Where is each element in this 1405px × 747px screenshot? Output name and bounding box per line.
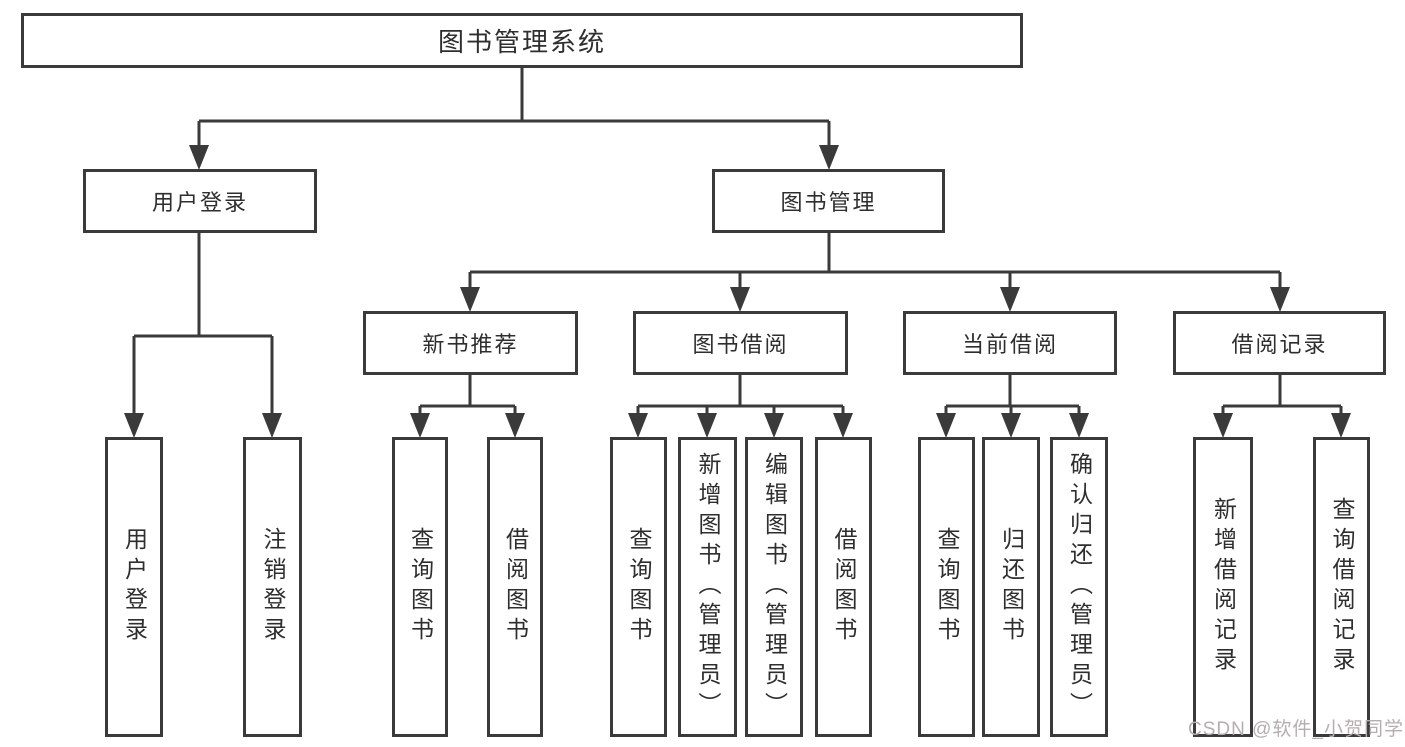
node-system-root: 图书管理系统 bbox=[21, 13, 1023, 68]
node-label: 注销登录 bbox=[260, 527, 286, 647]
node-logout: 注销登录 bbox=[243, 437, 302, 737]
watermark: CSDN @软件_小贺同学 bbox=[1188, 719, 1404, 740]
node-bb-query-books: 查询图书 bbox=[610, 437, 667, 737]
node-label: 新书推荐 bbox=[422, 332, 519, 357]
node-br-add-record: 新增借阅记录 bbox=[1193, 437, 1253, 737]
node-label: 查询图书 bbox=[934, 527, 960, 647]
node-cb-query-books: 查询图书 bbox=[918, 437, 975, 737]
node-bb-borrow-books: 借阅图书 bbox=[815, 437, 872, 737]
node-label: 借阅图书 bbox=[831, 527, 857, 647]
node-nbr-borrow-books: 借阅图书 bbox=[487, 437, 543, 737]
node-label: 用户登录 bbox=[121, 527, 148, 647]
node-label: 查询图书 bbox=[626, 527, 652, 647]
node-bb-edit-books-admin: 编辑图书（管理员） bbox=[745, 437, 803, 737]
node-label: 查询图书 bbox=[407, 527, 434, 647]
node-label: 新增借阅记录 bbox=[1210, 497, 1237, 677]
node-label: 确认归还（管理员） bbox=[1066, 452, 1093, 722]
node-label: 用户登录 bbox=[151, 190, 248, 215]
node-user-login-leaf: 用户登录 bbox=[105, 437, 163, 737]
node-borrowing-records: 借阅记录 bbox=[1173, 311, 1386, 375]
node-cb-return-books: 归还图书 bbox=[982, 437, 1040, 737]
node-cb-confirm-return-admin: 确认归还（管理员） bbox=[1050, 437, 1108, 737]
node-new-book-recommend: 新书推荐 bbox=[363, 311, 578, 375]
node-label: 图书管理系统 bbox=[437, 27, 606, 57]
node-label: 借阅记录 bbox=[1231, 332, 1328, 357]
node-label: 图书管理 bbox=[780, 190, 877, 215]
node-bb-add-books-admin: 新增图书（管理员） bbox=[678, 437, 737, 737]
node-book-management: 图书管理 bbox=[712, 169, 945, 233]
node-label: 编辑图书（管理员） bbox=[761, 452, 788, 722]
node-label: 新增图书（管理员） bbox=[695, 452, 721, 722]
node-current-borrowing: 当前借阅 bbox=[903, 311, 1117, 375]
node-label: 查询借阅记录 bbox=[1329, 497, 1355, 677]
node-label: 归还图书 bbox=[998, 527, 1025, 647]
node-br-query-record: 查询借阅记录 bbox=[1313, 437, 1370, 737]
node-label: 当前借阅 bbox=[961, 332, 1058, 357]
node-label: 图书借阅 bbox=[692, 332, 789, 357]
node-nbr-query-books: 查询图书 bbox=[392, 437, 448, 737]
node-book-borrowing: 图书借阅 bbox=[633, 311, 848, 375]
node-user-login: 用户登录 bbox=[83, 169, 317, 233]
node-label: 借阅图书 bbox=[502, 527, 529, 647]
